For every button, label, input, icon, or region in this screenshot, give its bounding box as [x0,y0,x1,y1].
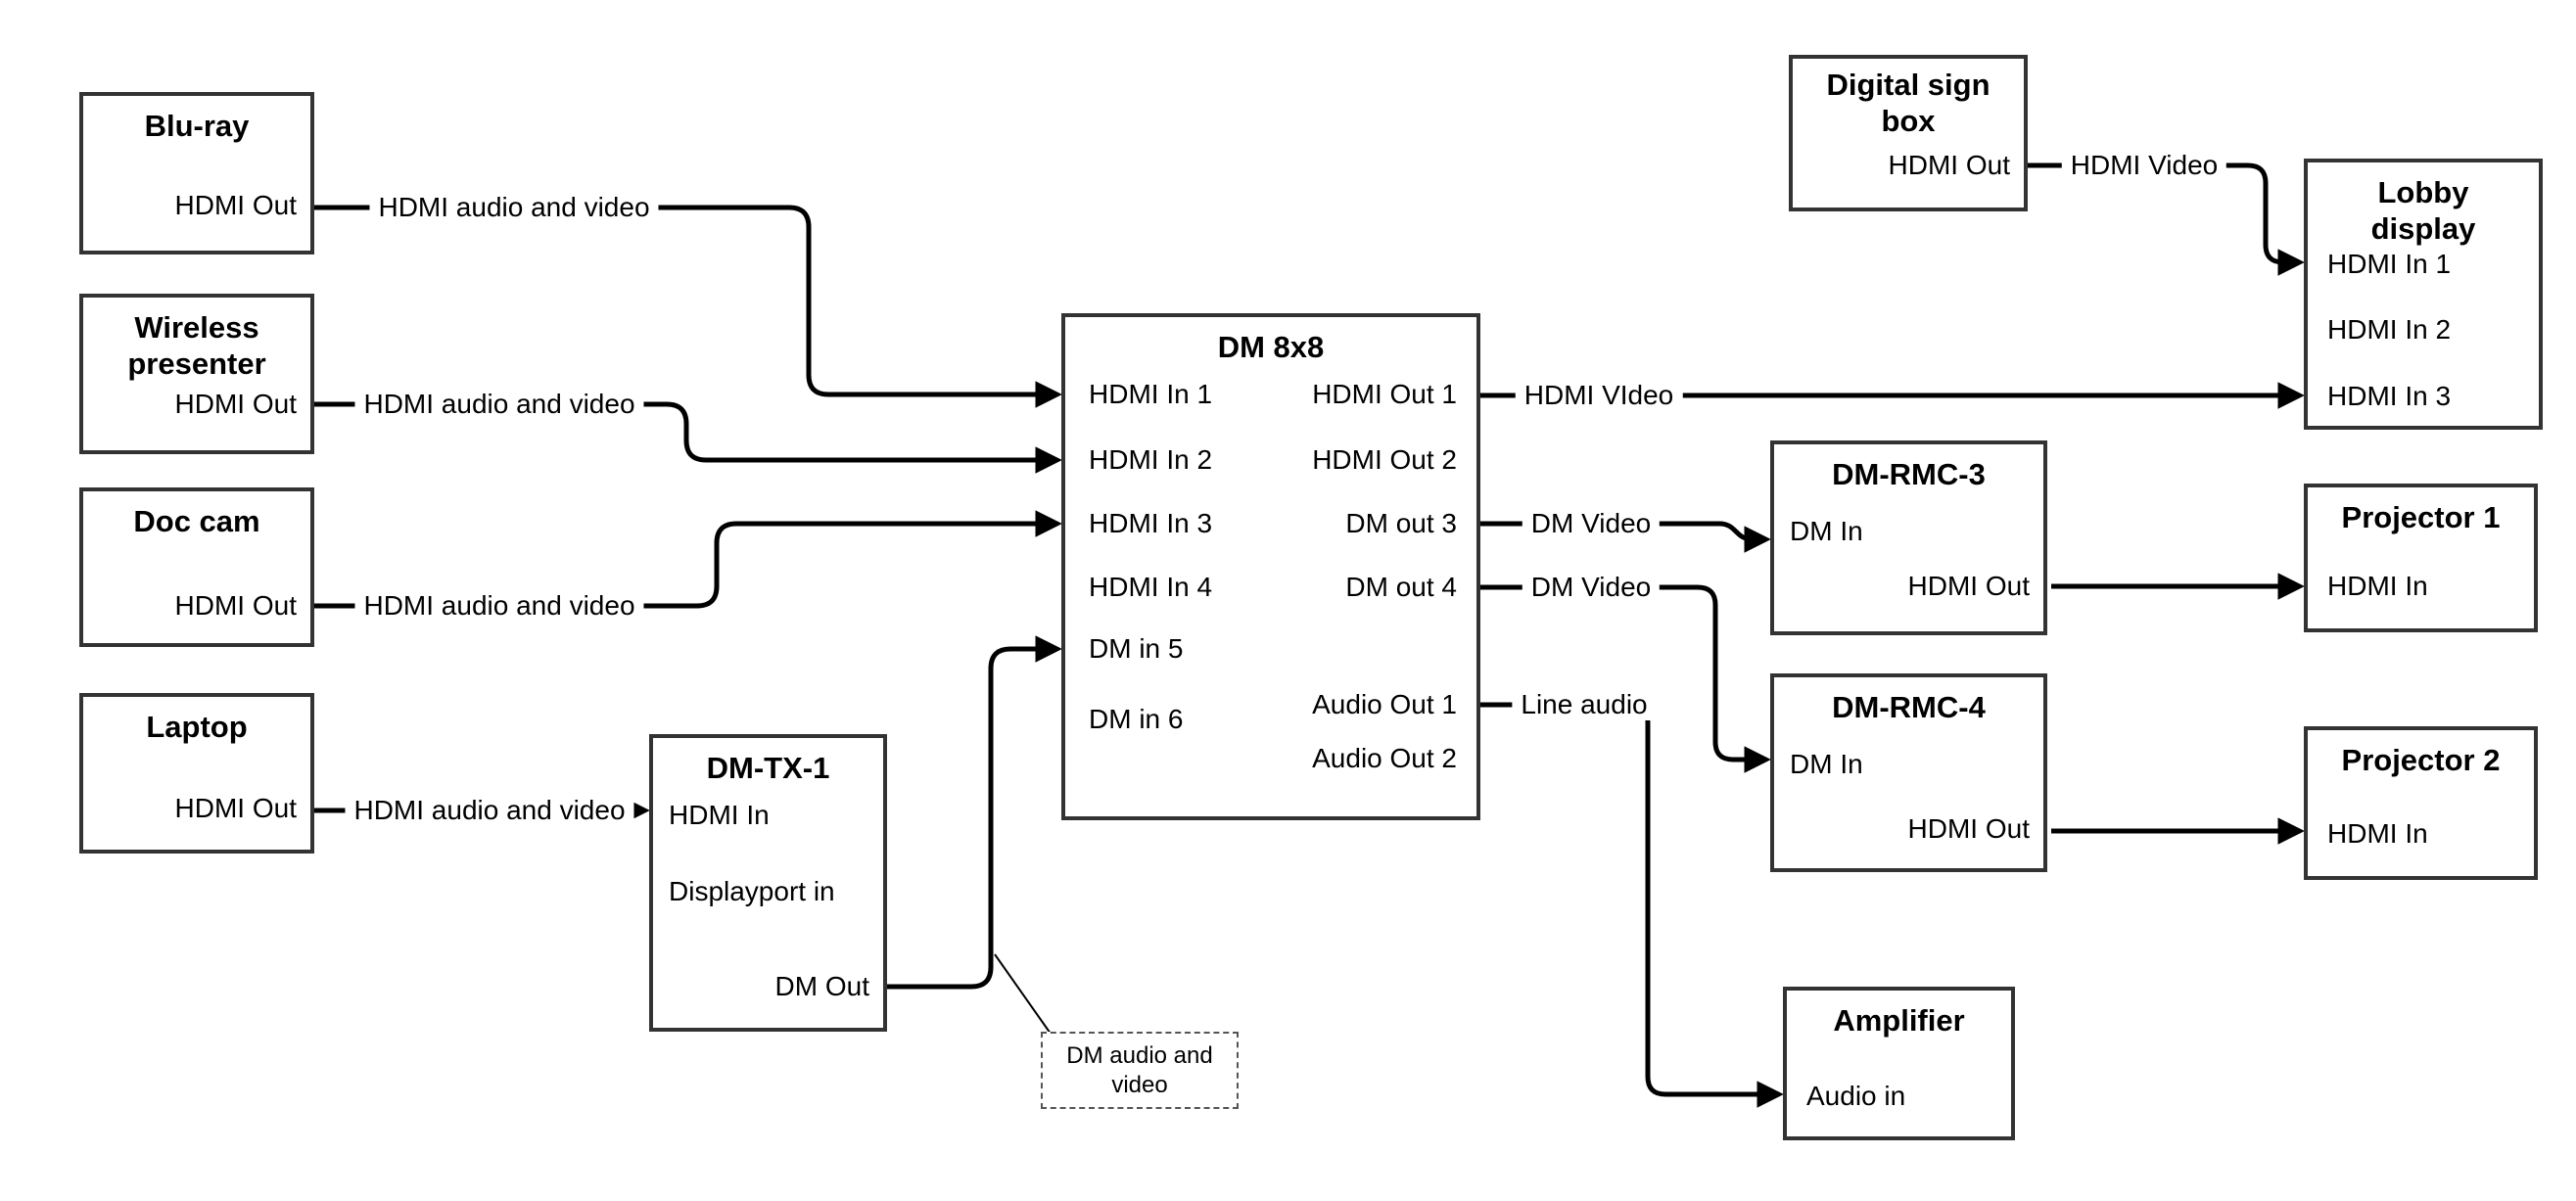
node-title: DM-RMC-4 [1832,690,1986,724]
edge-bluray-to-dm8x8-in1 [314,205,1062,408]
port-hdmi-in-3: HDMI In 3 [1089,508,1213,538]
node-projector-2: Projector 2 HDMI In [2304,726,2538,880]
node-title: Digital sign box [1826,68,1991,138]
port-dm-in-5: DM in 5 [1089,633,1184,664]
node-title: DM-TX-1 [706,751,830,785]
node-lobby-display: Lobby display HDMI In 1 HDMI In 2 HDMI I… [2304,159,2543,430]
port-hdmi-in-2: HDMI In 2 [1089,444,1213,475]
port-hdmi-out: HDMI Out [174,389,297,419]
port-dm-in: DM In [1790,516,1863,546]
node-dm-rmc-3: DM-RMC-3 DM In HDMI Out [1770,440,2047,635]
port-hdmi-in-4: HDMI In 4 [1089,572,1213,602]
edge-dm8x8-out4-to-rmc4 [1480,584,1771,773]
port-hdmi-out: HDMI Out [1907,571,2030,601]
node-digital-sign-box: Digital sign box HDMI Out [1789,55,2028,211]
node-title: Projector 1 [2341,500,2501,534]
edge-label-hdmi-audio-video-3: HDMI audio and video [354,590,644,622]
edge-label-hdmi-audio-video-2: HDMI audio and video [354,389,644,420]
port-dm-out: DM Out [774,971,869,1001]
node-title: Amplifier [1833,1003,1965,1038]
node-title: Lobby display [2370,175,2476,246]
port-hdmi-in-3: HDMI In 3 [2327,381,2452,411]
node-wireless-presenter: Wireless presenter HDMI Out [79,294,314,454]
edge-label-hdmi-video-out1: HDMI VIdeo [1515,380,1683,411]
port-hdmi-in: HDMI In [669,800,770,830]
port-hdmi-in: HDMI In [2327,571,2428,601]
port-dm-out-4: DM out 4 [1345,572,1457,602]
edge-label-dm-video-out3: DM Video [1522,508,1661,539]
node-dm-8x8: DM 8x8 HDMI In 1 HDMI In 2 HDMI In 3 HDM… [1061,313,1480,820]
port-hdmi-in: HDMI In [2327,818,2428,849]
edge-signbox-to-lobby-in1 [2028,162,2305,276]
port-hdmi-out-1: HDMI Out 1 [1312,379,1457,409]
node-title: DM 8x8 [1217,330,1325,364]
port-hdmi-out: HDMI Out [1888,150,2010,180]
port-hdmi-out: HDMI Out [174,190,297,220]
node-title: DM-RMC-3 [1832,457,1986,491]
port-dm-out-3: DM out 3 [1345,508,1457,538]
node-dm-tx-1: DM-TX-1 HDMI In Displayport in DM Out [649,734,887,1032]
node-title: Doc cam [133,504,260,538]
port-hdmi-in-2: HDMI In 2 [2327,314,2452,345]
node-amplifier: Amplifier Audio in [1783,987,2015,1140]
edge-dm8x8-aout1-to-amp [1480,702,1784,1108]
port-audio-out-1: Audio Out 1 [1312,689,1457,719]
port-hdmi-in-1: HDMI In 1 [1089,379,1213,409]
edge-label-hdmi-audio-video-4: HDMI audio and video [345,795,634,826]
port-hdmi-in-1: HDMI In 1 [2327,249,2452,279]
edge-doccam-to-dm8x8-in3 [314,510,1062,609]
node-doc-cam: Doc cam HDMI Out [79,487,314,647]
node-title: Projector 2 [2341,743,2501,777]
node-dm-rmc-4: DM-RMC-4 DM In HDMI Out [1770,673,2047,872]
edge-dm8x8-out3-to-rmc3 [1480,521,1771,553]
port-hdmi-out: HDMI Out [174,793,297,823]
node-title: Blu-ray [144,109,250,143]
edge-label-hdmi-audio-video-1: HDMI audio and video [369,192,659,223]
edge-label-line-audio: Line audio [1512,689,1657,720]
port-displayport-in: Displayport in [669,876,835,906]
port-dm-in-6: DM in 6 [1089,704,1184,734]
note-dm-audio-and-video: DM audio and video [1041,1032,1239,1109]
note-leader-line [994,953,1052,1035]
node-title: Wireless presenter [127,310,266,381]
node-projector-1: Projector 1 HDMI In [2304,484,2538,632]
port-hdmi-out: HDMI Out [174,590,297,621]
edge-label-dm-video-out4: DM Video [1522,572,1661,603]
node-laptop: Laptop HDMI Out [79,693,314,854]
port-audio-out-2: Audio Out 2 [1312,743,1457,773]
edge-dmtx1-to-dm8x8-in5 [887,635,1062,990]
port-dm-in: DM In [1790,749,1863,779]
port-hdmi-out: HDMI Out [1907,813,2030,844]
node-title: Laptop [146,710,248,744]
port-audio-in: Audio in [1806,1081,1906,1111]
port-hdmi-out-2: HDMI Out 2 [1312,444,1457,475]
edge-label-hdmi-video-sign: HDMI Video [2061,150,2227,181]
node-blu-ray: Blu-ray HDMI Out [79,92,314,254]
edge-wireless-to-dm8x8-in2 [314,401,1062,474]
